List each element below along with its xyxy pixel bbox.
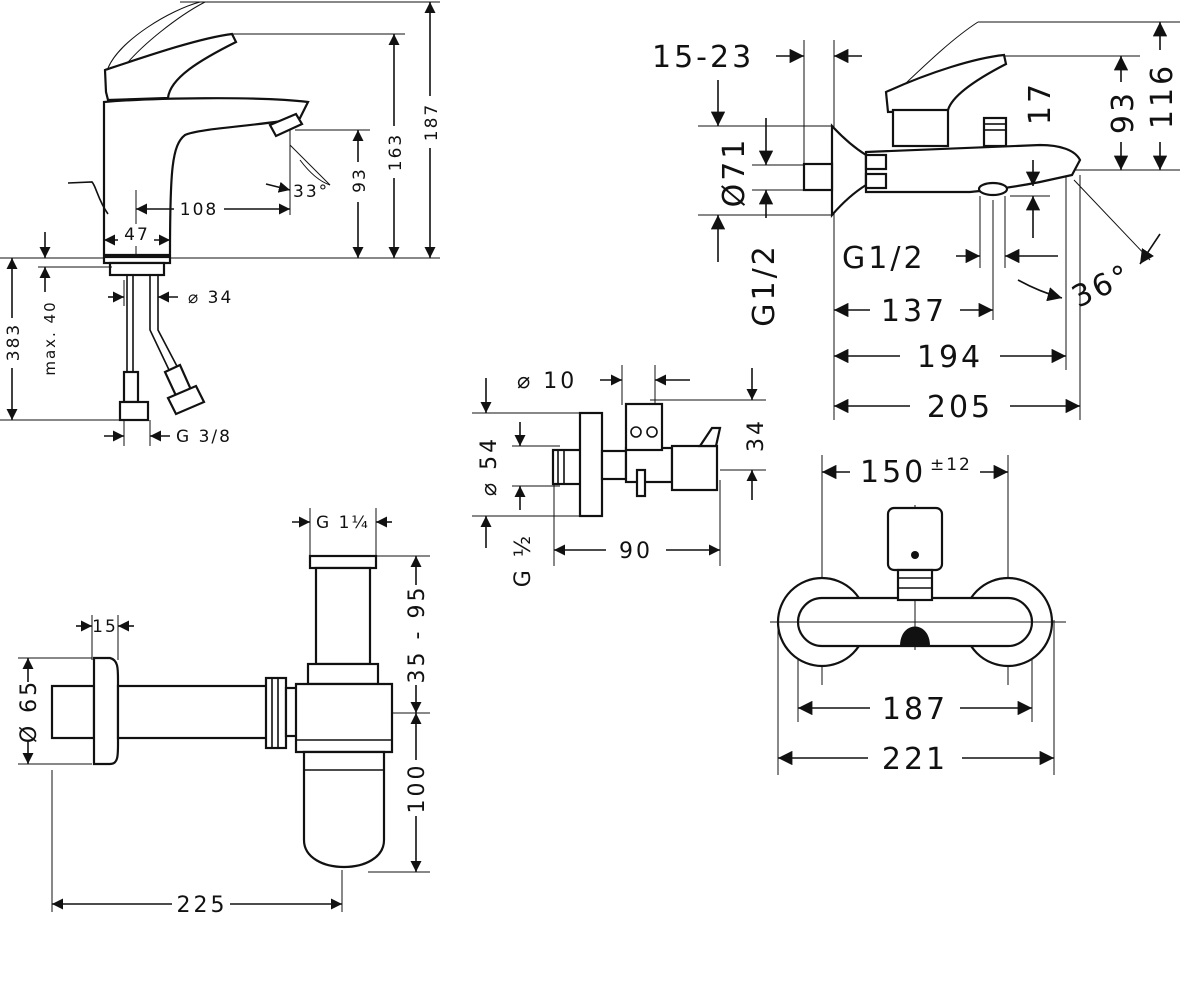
valve-height-34: 34 [744,418,769,452]
basin-height-163: 163 [386,133,406,171]
bath-wall-range: 15-23 [652,40,754,75]
bath-height-17: 17 [1023,81,1058,125]
bath-reach-194: 194 [917,340,983,375]
siphon-drawing: G 1¼ 15 Ø 65 35 - 95 100 225 [17,508,430,918]
basin-hole-dia-34: ⌀ 34 [188,288,233,308]
valve-dia-54: ⌀ 54 [477,436,502,496]
basin-angle-33: 33° [293,182,329,202]
basin-height-187: 187 [422,103,442,141]
siphon-height-100: 100 [405,763,430,814]
bath-inlet-thread: G1/2 [747,243,782,327]
basin-height-93: 93 [350,167,370,193]
siphon-thread: G 1¼ [316,513,370,533]
valve-thread: G ½ [511,533,536,587]
siphon-rosette-15: 15 [92,617,118,637]
front-width-187: 187 [882,692,948,727]
siphon-length-225: 225 [177,893,228,918]
front-centres-150: 150 [860,455,926,490]
valve-length-90: 90 [619,539,653,564]
basin-reach-108: 108 [180,200,218,220]
basin-max-40: max. 40 [41,300,59,375]
bath-height-116: 116 [1145,63,1180,129]
bath-reach-205: 205 [927,390,993,425]
basin-thread-g38: G 3/8 [176,427,232,447]
front-tolerance: ±12 [930,455,972,475]
front-width-221: 221 [882,742,948,777]
angle-valve-drawing: ⌀ 10 34 ⌀ 54 G ½ 90 [472,365,769,587]
bath-angle-36: 36° [1067,257,1138,315]
bath-rosette-dia: Ø71 [717,137,752,208]
bath-height-93: 93 [1106,90,1141,134]
basin-mixer-drawing: 187 163 93 108 33° 47 max. 40 383 [0,1,442,447]
basin-base-47: 47 [124,225,150,245]
valve-dia-10: ⌀ 10 [517,369,577,394]
bath-mixer-side-drawing: 15-23 Ø71 G1/2 17 93 116 G1/2 36° 137 [652,21,1180,425]
bath-reach-137: 137 [881,294,947,329]
bath-outlet-thread: G1/2 [842,241,926,276]
siphon-adjust-range: 35 - 95 [405,585,430,684]
basin-hose-383: 383 [4,323,24,361]
bath-mixer-front-drawing: 150 ±12 187 221 [770,455,1066,777]
siphon-rosette-dia: Ø 65 [17,679,42,743]
